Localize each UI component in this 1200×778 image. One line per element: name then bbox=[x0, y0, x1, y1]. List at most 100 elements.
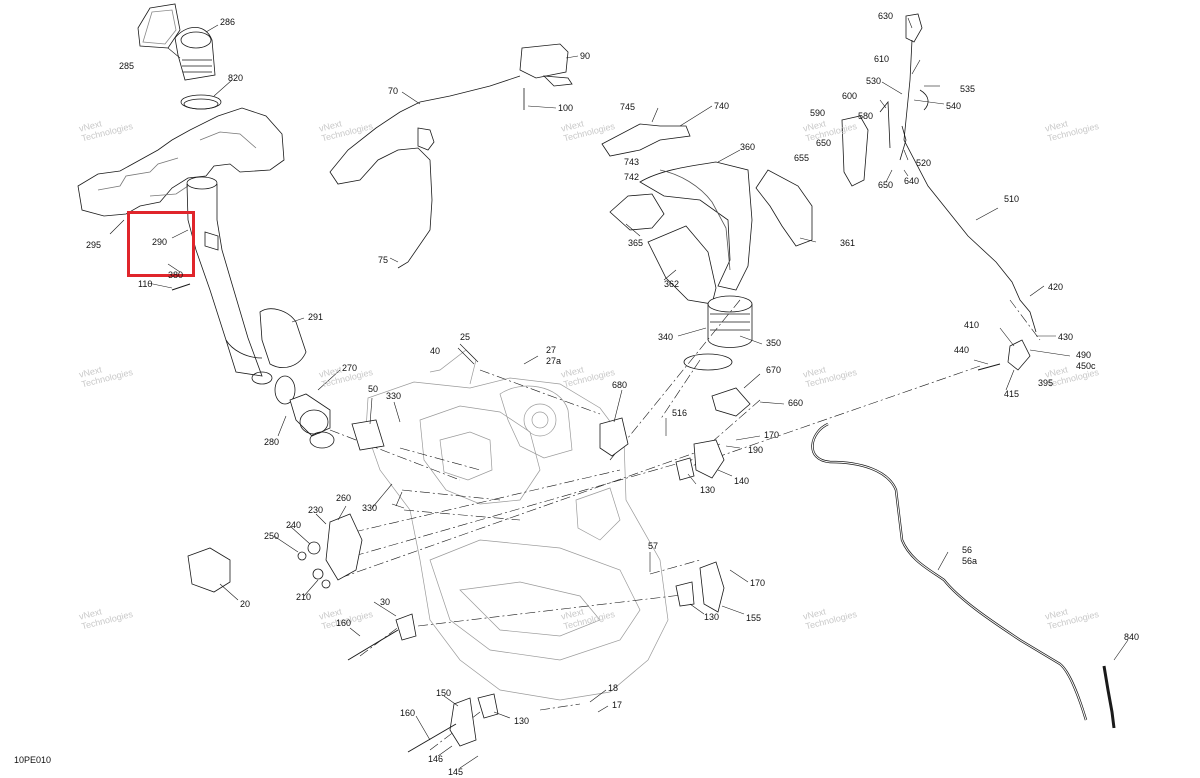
motor-mounts-part bbox=[297, 387, 751, 747]
part-callout[interactable]: 270 bbox=[342, 363, 358, 373]
part-callout[interactable]: 17 bbox=[612, 700, 623, 710]
floor-plate-part bbox=[77, 107, 285, 217]
part-callout[interactable]: 430 bbox=[1058, 332, 1074, 342]
part-callout[interactable]: 740 bbox=[714, 101, 730, 111]
part-callout[interactable]: 410 bbox=[964, 320, 980, 330]
part-callout[interactable]: 230 bbox=[308, 505, 324, 515]
part-callout[interactable]: 110 bbox=[138, 279, 153, 289]
part-callout[interactable]: 18 bbox=[608, 683, 619, 693]
part-callout[interactable]: 742 bbox=[624, 172, 640, 182]
part-callout[interactable]: 27 bbox=[546, 345, 557, 355]
part-callout[interactable]: 655 bbox=[794, 153, 810, 163]
part-callout[interactable]: 160 bbox=[336, 618, 352, 628]
part-callout[interactable]: 40 bbox=[430, 346, 441, 356]
part-callout[interactable]: 30 bbox=[380, 597, 391, 607]
bolts-part bbox=[171, 283, 1001, 753]
part-callout[interactable]: 57 bbox=[648, 541, 659, 551]
part-callout[interactable]: 170 bbox=[750, 578, 766, 588]
part-callout[interactable]: 520 bbox=[916, 158, 932, 168]
part-callout[interactable]: 530 bbox=[866, 76, 882, 86]
part-callout[interactable]: 650 bbox=[878, 180, 894, 190]
part-callout[interactable]: 291 bbox=[308, 312, 324, 322]
part-callout[interactable]: 490 bbox=[1076, 350, 1092, 360]
part-callout[interactable]: 440 bbox=[954, 345, 970, 355]
part-callout[interactable]: 145 bbox=[448, 767, 464, 777]
part-callout[interactable]: 670 bbox=[766, 365, 782, 375]
part-callout[interactable]: 380 bbox=[168, 270, 184, 280]
part-callout[interactable]: 240 bbox=[286, 520, 302, 530]
part-callout[interactable]: 190 bbox=[748, 445, 764, 455]
part-callout[interactable]: 25 bbox=[460, 332, 471, 342]
part-callout[interactable]: 610 bbox=[874, 54, 890, 64]
part-callout[interactable]: 250 bbox=[264, 531, 280, 541]
part-callout[interactable]: 660 bbox=[788, 398, 804, 408]
part-callout[interactable]: 50 bbox=[368, 384, 379, 394]
throttle-cable-part bbox=[329, 75, 521, 269]
part-callout[interactable]: 285 bbox=[119, 61, 135, 71]
highlight-box bbox=[127, 211, 195, 277]
part-callout[interactable]: 90 bbox=[580, 51, 591, 61]
part-callout[interactable]: 540 bbox=[946, 101, 962, 111]
part-callout[interactable]: 415 bbox=[1004, 389, 1020, 399]
drain-hose-part bbox=[1102, 665, 1116, 729]
part-callout[interactable]: 56 bbox=[962, 545, 973, 555]
part-callout[interactable]: 27a bbox=[546, 356, 562, 366]
part-callout[interactable]: 350 bbox=[766, 338, 782, 348]
part-callout[interactable]: 280 bbox=[264, 437, 280, 447]
part-callout[interactable]: 840 bbox=[1124, 632, 1140, 642]
part-callout[interactable]: 365 bbox=[628, 238, 644, 248]
part-callout[interactable]: 590 bbox=[810, 108, 826, 118]
part-callout[interactable]: 260 bbox=[336, 493, 352, 503]
part-callout[interactable]: 420 bbox=[1048, 282, 1064, 292]
part-callout[interactable]: 56a bbox=[962, 556, 978, 566]
part-callout[interactable]: 340 bbox=[658, 332, 674, 342]
leader-lines bbox=[109, 17, 1129, 769]
part-callout[interactable]: 600 bbox=[842, 91, 858, 101]
part-callout[interactable]: 743 bbox=[624, 157, 640, 167]
part-callout[interactable]: 286 bbox=[220, 17, 236, 27]
duct-part bbox=[259, 308, 307, 368]
engine-block bbox=[365, 349, 669, 701]
part-callout[interactable]: 75 bbox=[378, 255, 389, 265]
part-callout[interactable]: 820 bbox=[228, 73, 244, 83]
part-callout[interactable]: 580 bbox=[858, 111, 874, 121]
part-callout[interactable]: 516 bbox=[672, 408, 688, 418]
part-callout[interactable]: 20 bbox=[240, 599, 251, 609]
air-intake-hoses-part bbox=[609, 161, 813, 305]
part-callout[interactable]: 361 bbox=[840, 238, 856, 248]
part-callout[interactable]: 640 bbox=[904, 176, 920, 186]
part-callout[interactable]: 146 bbox=[428, 754, 444, 764]
part-callout[interactable]: 210 bbox=[296, 592, 312, 602]
part-callout[interactable]: 150 bbox=[436, 688, 452, 698]
part-callout[interactable]: 130 bbox=[514, 716, 530, 726]
part-callout[interactable]: 295 bbox=[86, 240, 102, 250]
part-callout[interactable]: 650 bbox=[816, 138, 832, 148]
part-callout[interactable]: 140 bbox=[734, 476, 750, 486]
part-callout[interactable]: 130 bbox=[700, 485, 716, 495]
part-callout[interactable]: 510 bbox=[1004, 194, 1020, 204]
part-callout[interactable]: 450c bbox=[1076, 361, 1096, 371]
throttle-handle-part bbox=[519, 43, 573, 110]
part-callout[interactable]: 395 bbox=[1038, 378, 1054, 388]
part-callout[interactable]: 745 bbox=[620, 102, 636, 112]
vent-hose-part bbox=[811, 422, 1088, 721]
part-callout[interactable]: 290 bbox=[152, 237, 168, 247]
part-callout[interactable]: 535 bbox=[960, 84, 976, 94]
part-callout[interactable]: 630 bbox=[878, 11, 894, 21]
part-callout[interactable]: 130 bbox=[704, 612, 720, 622]
intake-duct-part bbox=[186, 176, 273, 385]
part-callout[interactable]: 70 bbox=[388, 86, 399, 96]
part-callout[interactable]: 680 bbox=[612, 380, 628, 390]
part-callout[interactable]: 330 bbox=[386, 391, 402, 401]
part-callout[interactable]: 330 bbox=[362, 503, 378, 513]
part-callout[interactable]: 160 bbox=[400, 708, 416, 718]
part-callout[interactable]: 170 bbox=[764, 430, 780, 440]
part-callout[interactable]: 360 bbox=[740, 142, 756, 152]
part-callout[interactable]: 155 bbox=[746, 613, 762, 623]
part-callout[interactable]: 362 bbox=[664, 279, 680, 289]
shift-lever-part bbox=[841, 13, 1037, 371]
part-callout[interactable]: 100 bbox=[558, 103, 574, 113]
relay-box-part bbox=[187, 547, 231, 593]
